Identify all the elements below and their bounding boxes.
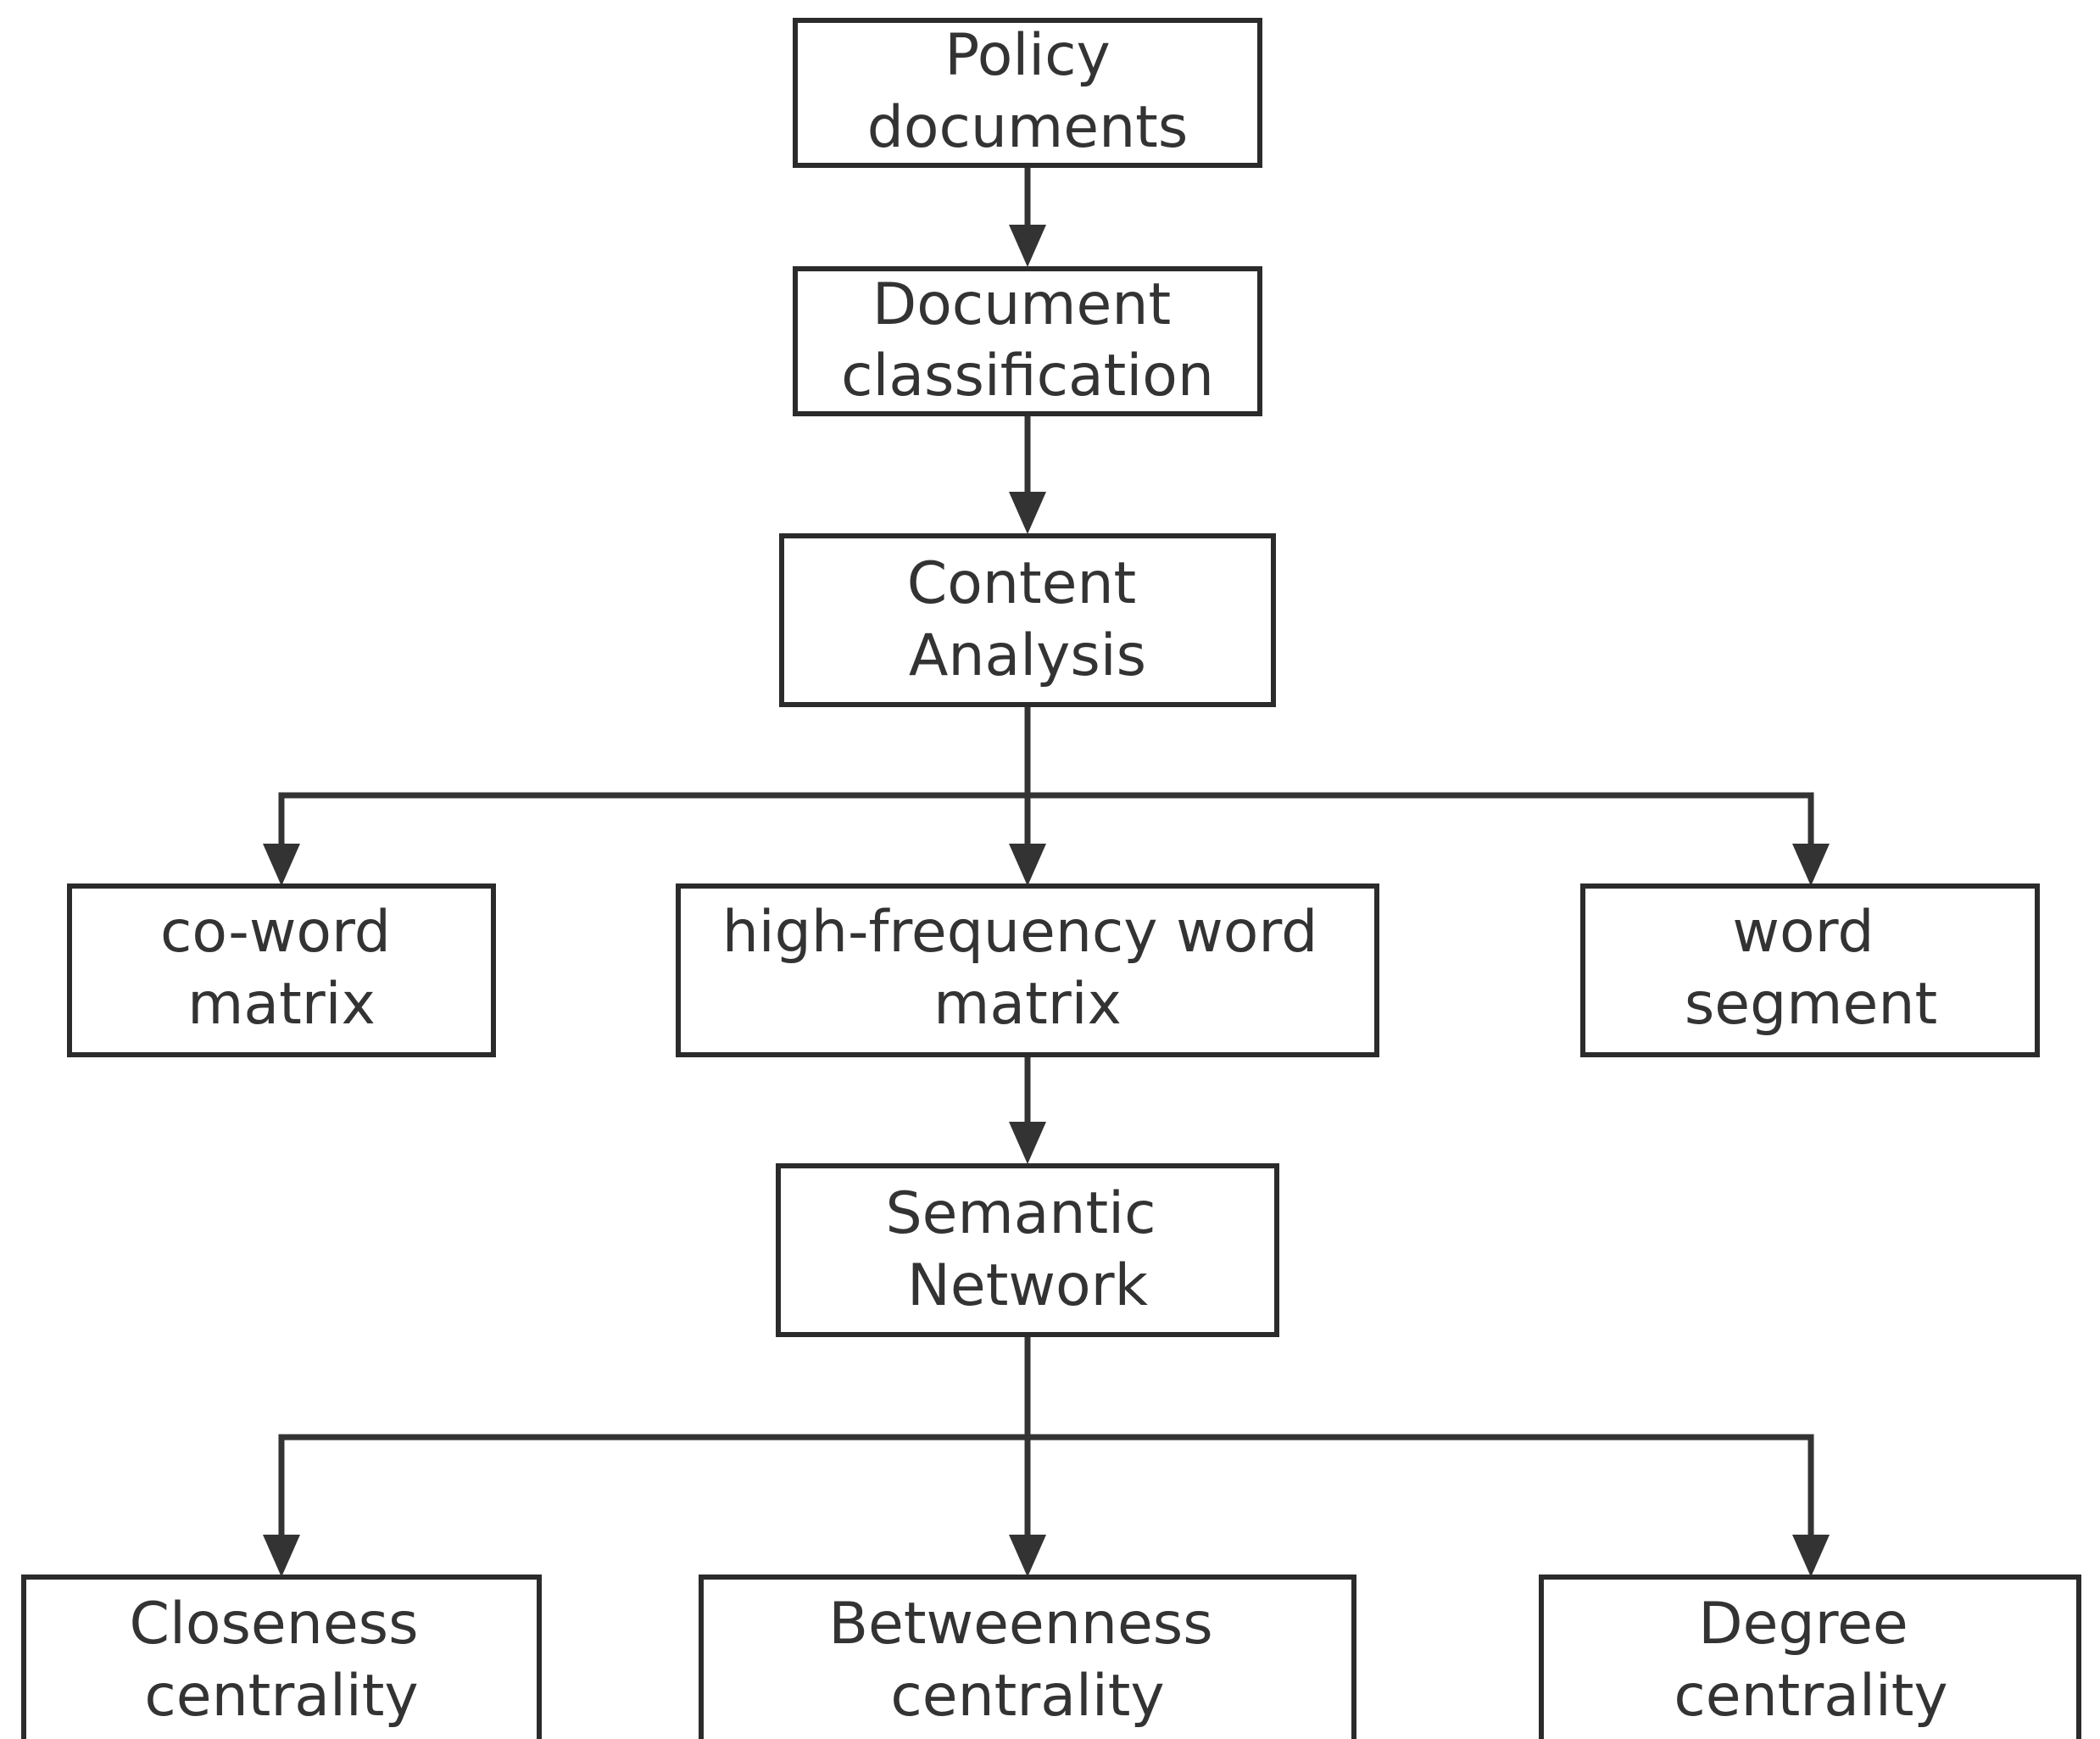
node-semantic-network: Semantic Network bbox=[776, 1163, 1279, 1337]
node-label-line: word bbox=[1732, 899, 1874, 966]
node-closeness-centrality: Closeness centrality bbox=[21, 1575, 542, 1739]
node-label-line: centrality bbox=[890, 1663, 1164, 1730]
node-label-line: Content bbox=[907, 550, 1136, 617]
arrowhead-icon bbox=[1009, 225, 1046, 267]
node-co-word-matrix: co-word matrix bbox=[67, 883, 496, 1057]
node-document-classification: Document classification bbox=[793, 266, 1262, 416]
node-betweenness-centrality: Betweenness centrality bbox=[699, 1575, 1356, 1739]
node-label-line: matrix bbox=[187, 971, 376, 1038]
arrowhead-icon bbox=[1009, 1122, 1046, 1164]
node-policy-documents: Policy documents bbox=[793, 18, 1262, 168]
node-label-line: Policy bbox=[944, 22, 1111, 89]
node-high-frequency-word-matrix: high-frequency word matrix bbox=[676, 883, 1379, 1057]
arrowhead-icon bbox=[1009, 844, 1046, 886]
edge-semantic-network-branch-bar bbox=[278, 1434, 1814, 1535]
node-label-line: segment bbox=[1685, 971, 1937, 1038]
node-degree-centrality: Degree centrality bbox=[1539, 1575, 2081, 1739]
node-label-line: classification bbox=[841, 343, 1214, 410]
arrowhead-icon bbox=[1792, 1535, 1830, 1577]
edge-content-analysis-branch-bar bbox=[278, 792, 1814, 844]
node-label-line: Semantic bbox=[886, 1180, 1156, 1247]
node-label-line: documents bbox=[867, 94, 1189, 161]
node-label-line: high-frequency word bbox=[722, 899, 1318, 966]
node-label-line: Betweenness bbox=[828, 1591, 1212, 1658]
node-label-line: Closeness bbox=[129, 1591, 418, 1658]
node-label-line: Network bbox=[907, 1252, 1149, 1319]
node-word-segment: word segment bbox=[1580, 883, 2040, 1057]
node-content-analysis: Content Analysis bbox=[779, 533, 1276, 707]
node-label-line: matrix bbox=[933, 971, 1122, 1038]
arrowhead-icon bbox=[1009, 1535, 1046, 1577]
nodes: Policy documents Document classification… bbox=[21, 18, 2081, 1739]
connectors bbox=[263, 165, 1830, 1577]
node-label-line: Degree bbox=[1698, 1591, 1908, 1658]
node-label-line: centrality bbox=[1674, 1663, 1947, 1730]
node-label-line: Analysis bbox=[909, 622, 1146, 689]
arrowhead-icon bbox=[263, 844, 300, 886]
arrowhead-icon bbox=[263, 1535, 300, 1577]
node-label-line: co-word bbox=[160, 899, 391, 966]
node-label-line: Document bbox=[872, 271, 1171, 338]
arrowhead-icon bbox=[1009, 492, 1046, 534]
node-label-line: centrality bbox=[144, 1663, 418, 1730]
arrowhead-icon bbox=[1792, 844, 1830, 886]
